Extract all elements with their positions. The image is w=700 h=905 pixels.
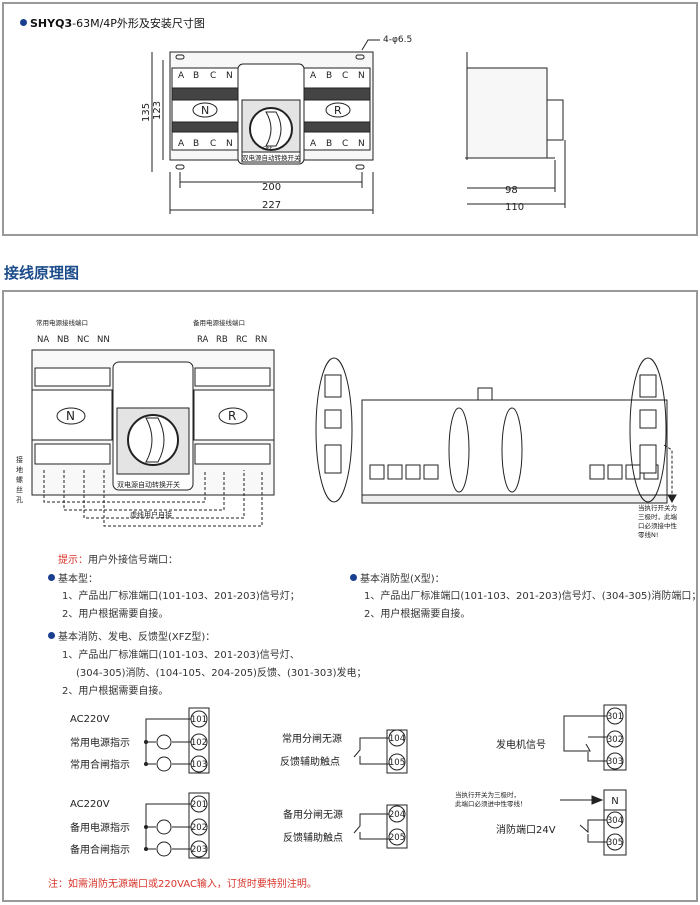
terminal-bottom-label: C xyxy=(210,139,216,149)
xfz-item-1: 1、产品出厂标准端口(101-103、201-203)信号灯、 xyxy=(62,650,300,661)
terminal-top-label: C xyxy=(210,71,216,81)
terminal-top-label: N xyxy=(226,71,233,81)
front-view xyxy=(151,39,380,214)
terminal-top-label: A xyxy=(178,71,185,81)
dim-135: 135 xyxy=(141,103,152,122)
terminal-top-label: B xyxy=(193,71,199,81)
unit-r-label: R xyxy=(334,104,342,117)
terminal-top-label: B xyxy=(326,71,332,81)
terminal-bottom-label: N xyxy=(358,139,365,149)
title-suffix: -63M/4P外形及安装尺寸图 xyxy=(72,17,205,30)
wiring-section-title: 接线原理图 xyxy=(4,264,80,282)
hole-label: 4-φ6.5 xyxy=(383,35,412,45)
xfz-item-2: (304-305)消防、(104-105、204-205)反馈、(301-303… xyxy=(76,668,367,679)
bullet-icon xyxy=(350,574,357,581)
fire-item-1: 1、产品出厂标准端口(101-103、201-203)信号灯、(304-305)… xyxy=(364,591,700,602)
dim-123: 123 xyxy=(152,101,163,120)
terminal-top-label: N xyxy=(358,71,365,81)
fire-type-title: 基本消防型(X型)： xyxy=(350,570,445,585)
terminal-bottom-label: A xyxy=(178,139,185,149)
bullet-icon xyxy=(48,632,55,639)
terminal-top-label: A xyxy=(310,71,317,81)
xfz-item-3: 2、用户根据需要自接。 xyxy=(62,686,169,697)
basic-item-2: 2、用户根据需要自接。 xyxy=(62,609,169,620)
hint-line: 提示：用户外接信号端口： xyxy=(58,551,178,566)
dim-98: 98 xyxy=(505,185,518,196)
terminal-bottom-label: N xyxy=(226,139,233,149)
unit-n-label: N xyxy=(201,104,209,117)
basic-type-title: 基本型： xyxy=(48,570,98,585)
dimension-drawing-title: SHYQ3-63M/4P外形及安装尺寸图 xyxy=(20,15,205,31)
dimension-drawing: A B C N A B C N A B C N A B C N N R OFF … xyxy=(141,35,566,214)
dim-227: 227 xyxy=(262,200,281,211)
switch-off-label: OFF xyxy=(263,146,273,152)
model-name: SHYQ3 xyxy=(30,17,73,30)
bullet-icon xyxy=(20,19,27,26)
basic-title-text: 基本型： xyxy=(58,574,98,585)
hint-text: 用户外接信号端口： xyxy=(88,555,178,566)
dim-200: 200 xyxy=(262,182,281,193)
side-view xyxy=(465,52,566,208)
fire-title-text: 基本消防型(X型)： xyxy=(360,574,445,585)
terminal-bottom-label: A xyxy=(310,139,317,149)
xfz-title-text: 基本消防、发电、反馈型(XFZ型)： xyxy=(58,632,216,643)
xfz-type-title: 基本消防、发电、反馈型(XFZ型)： xyxy=(48,628,215,643)
terminal-bottom-label: C xyxy=(342,139,348,149)
terminal-top-label: C xyxy=(342,71,348,81)
fire-item-2: 2、用户根据需要自接。 xyxy=(364,609,471,620)
terminal-bottom-label: B xyxy=(326,139,332,149)
footer-note: 注：如需消防无源端口或220VAC输入，订货时要特别注明。 xyxy=(48,879,317,890)
hint-label: 提示： xyxy=(58,555,88,566)
basic-item-1: 1、产品出厂标准端口(101-103、201-203)信号灯； xyxy=(62,591,300,602)
switch-label: 双电源自动转换开关 xyxy=(242,153,301,162)
dim-110: 110 xyxy=(505,202,524,213)
terminal-bottom-label: B xyxy=(193,139,199,149)
bullet-icon xyxy=(48,574,55,581)
